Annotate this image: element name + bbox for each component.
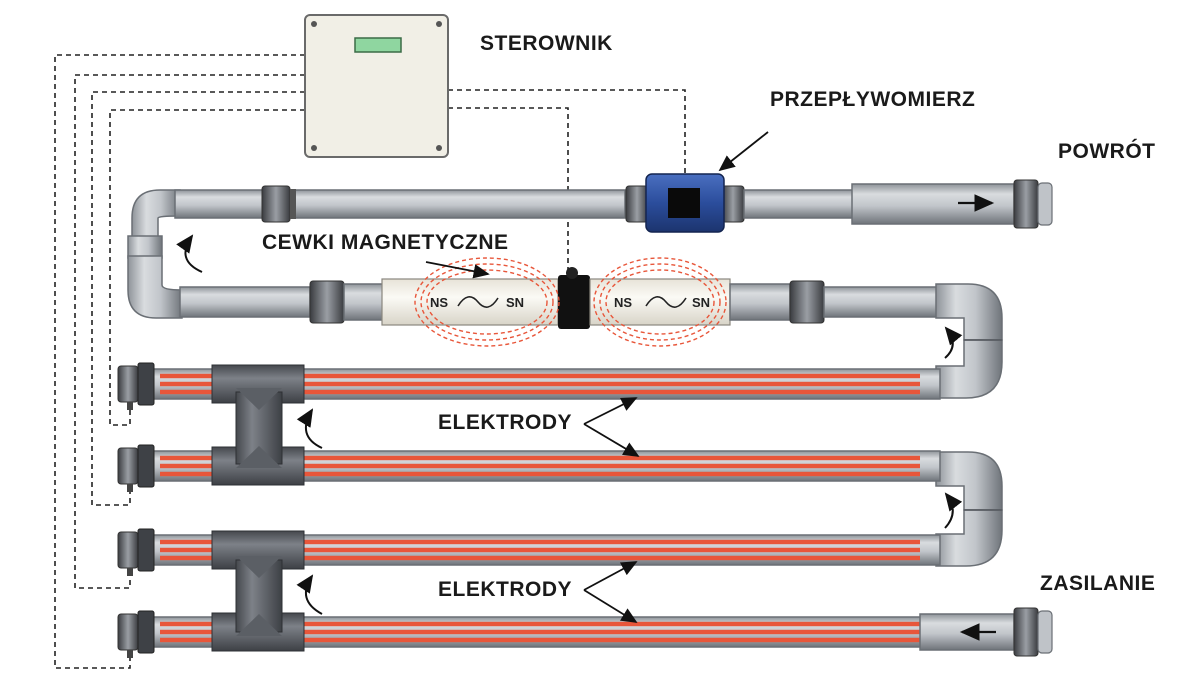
electrode-stripe-inlet-1-3: [160, 389, 216, 395]
coil-body-1: [381, 278, 559, 326]
field-loop-2a: [599, 263, 721, 341]
wire-2: [74, 74, 305, 589]
electrode-rows: [117, 362, 1053, 658]
t-fittings: [235, 388, 283, 636]
label-flowmeter: PRZEPŁYWOMIERZ: [770, 88, 976, 111]
electrode-stripe-2-3: [300, 471, 920, 477]
electrode-stripe-inlet-1-1: [160, 373, 216, 379]
electrode-terminal-2: [127, 484, 133, 492]
supply-nut: [1013, 607, 1039, 657]
coil-1-sn: SN: [506, 295, 525, 310]
electrode-stripe-2-1: [300, 455, 920, 461]
field-loop-1a: [420, 263, 554, 341]
electrode-nut-2: [137, 444, 155, 488]
control-wires: [54, 54, 686, 669]
label-electrodes-upper: ELEKTRODY: [438, 411, 573, 434]
controller-box: [304, 14, 449, 158]
electrode-terminal-1: [127, 402, 133, 410]
electrode-terminal-4: [127, 650, 133, 658]
coil-separator: [558, 275, 590, 329]
electrode-terminal-3: [127, 568, 133, 576]
controller-screen: [354, 37, 402, 53]
electrode-stripe-3-1: [300, 539, 920, 545]
field-loop-2b: [593, 257, 727, 347]
electrode-nut-4: [137, 610, 155, 654]
electrode-stripe-inlet-1-2: [160, 381, 216, 387]
electrode-stripe-3-3: [300, 555, 920, 561]
right-elbow-2: [935, 451, 1003, 567]
label-electrodes-lower: ELEKTRODY: [438, 578, 573, 601]
electrode-stripe-inlet-4-3: [160, 637, 216, 643]
electrode-stripe-1-1: [300, 373, 920, 379]
label-pointers: [425, 131, 769, 623]
electrode-stripe-4-3: [300, 637, 920, 643]
electrode-stripe-4-2: [300, 629, 920, 635]
wire-3: [91, 91, 305, 506]
wire-1: [54, 54, 305, 669]
flowmeter: [645, 173, 725, 233]
electrode-stripe-inlet-4-2: [160, 629, 216, 635]
electrode-stripe-4-1: [300, 621, 920, 627]
supply-cap: [1037, 610, 1053, 654]
flow-arrows: [176, 234, 996, 641]
coil-pipe: [179, 257, 941, 347]
electrode-stripe-inlet-2-1: [160, 455, 216, 461]
wire-flowmeter: [448, 89, 686, 178]
electrode-cap-3: [117, 531, 139, 569]
electrode-stripe-inlet-3-1: [160, 539, 216, 545]
electrode-stripe-inlet-3-3: [160, 555, 216, 561]
electrode-stripe-inlet-2-2: [160, 463, 216, 469]
coil-2-ns: NS: [614, 295, 633, 310]
electrode-stripe-1-2: [300, 381, 920, 387]
coil-2-sn: SN: [692, 295, 711, 310]
return-pipe: [127, 179, 1053, 319]
electrode-nut-1: [137, 362, 155, 406]
wire-4: [109, 109, 305, 426]
electrode-stripe-3-2: [300, 547, 920, 553]
coil-1-ns: NS: [430, 295, 449, 310]
field-loop-1b: [414, 257, 560, 347]
electrode-stripe-1-3: [300, 389, 920, 395]
label-supply: ZASILANIE: [1040, 572, 1156, 595]
electrode-cap-1: [117, 365, 139, 403]
label-return: POWRÓT: [1058, 140, 1156, 163]
right-elbow-1: [935, 283, 1003, 399]
field-loop-2c: [605, 269, 715, 335]
electrode-stripe-inlet-2-3: [160, 471, 216, 477]
electrode-stripe-inlet-3-2: [160, 547, 216, 553]
field-loop-1c: [426, 269, 548, 335]
label-controller: STEROWNIK: [480, 32, 613, 55]
label-coils: CEWKI MAGNETYCZNE: [262, 231, 509, 254]
electrode-stripe-inlet-4-1: [160, 621, 216, 627]
electrode-cap-4: [117, 613, 139, 651]
electrode-nut-3: [137, 528, 155, 572]
electrode-cap-2: [117, 447, 139, 485]
electrode-stripe-2-2: [300, 463, 920, 469]
